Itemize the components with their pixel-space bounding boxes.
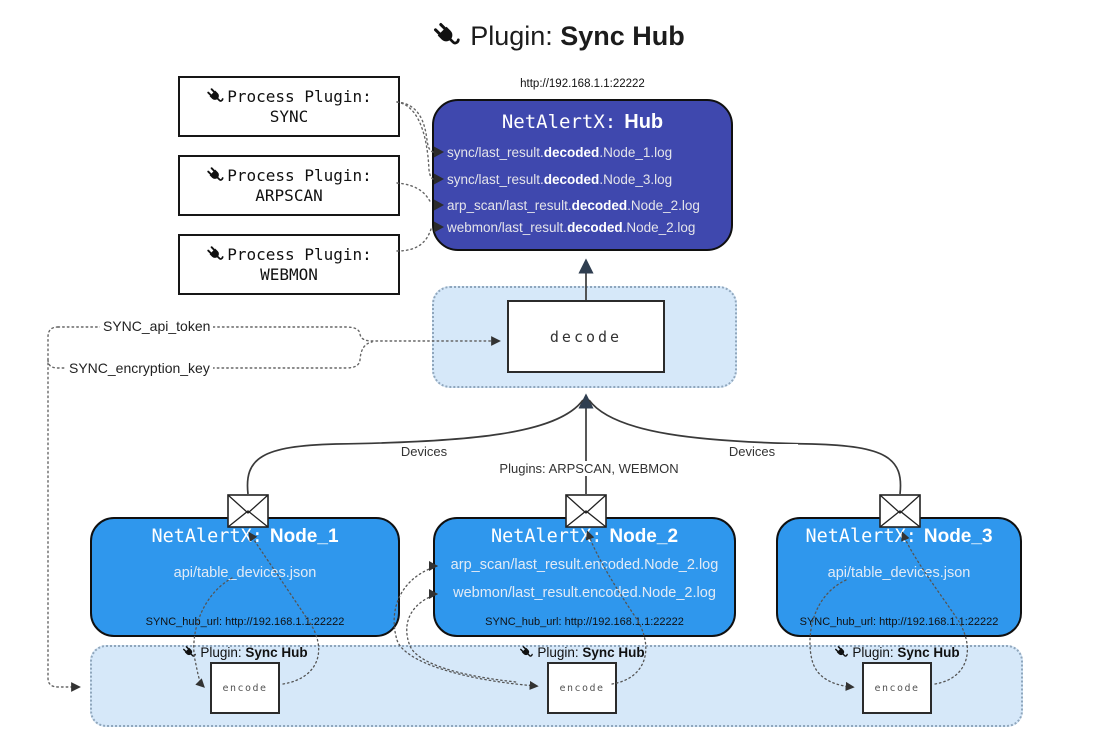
plug-icon [207, 246, 224, 260]
plug-icon [434, 23, 460, 45]
process-plugin-name: WEBMON [260, 264, 318, 284]
hub-log-item: webmon/last_result.decoded.Node_2.log [447, 220, 696, 235]
node-hub-url: SYNC_hub_url: http://192.168.1.1:22222 [485, 616, 684, 628]
hub-url-label: http://192.168.1.1:22222 [520, 78, 645, 90]
plug-icon [207, 88, 224, 102]
sync-encryption-key-label: SYNC_encryption_key [66, 360, 213, 376]
plug-icon [835, 646, 849, 657]
process-plugin-webmon-box: Process Plugin: WEBMON [178, 234, 400, 295]
encode-box: encode [210, 662, 280, 714]
node-file-item: api/table_devices.json [173, 565, 317, 581]
hub-log-item: sync/last_result.decoded.Node_1.log [447, 145, 673, 160]
hub-node: NetAlertX:Hub sync/last_result.decoded.N… [432, 99, 733, 251]
plug-icon [520, 646, 534, 657]
process-plugin-label: Process Plugin: [227, 244, 372, 264]
process-plugin-arpscan-box: Process Plugin: ARPSCAN [178, 155, 400, 216]
node-title: NetAlertX:Node_3 [805, 526, 993, 547]
process-plugin-name: ARPSCAN [255, 185, 323, 205]
encode-box: encode [547, 662, 617, 714]
node-title: NetAlertX:Node_2 [490, 526, 679, 547]
encode-plugin-label: Plugin: Sync Hub [807, 645, 987, 660]
devices-edge-label-left: Devices [378, 444, 470, 459]
hub-log-item: arp_scan/last_result.decoded.Node_2.log [447, 198, 700, 213]
node-3-box: NetAlertX:Node_3 api/table_devices.json … [776, 517, 1022, 637]
plug-icon [183, 646, 197, 657]
node-hub-url: SYNC_hub_url: http://192.168.1.1:22222 [145, 616, 345, 628]
decode-box: decode [507, 300, 665, 373]
hub-log-item: sync/last_result.decoded.Node_3.log [447, 172, 673, 187]
edges-process-plugins [396, 101, 434, 252]
devices-edge-label-right: Devices [706, 444, 798, 459]
process-plugin-label: Process Plugin: [227, 165, 372, 185]
node-file-item: webmon/last_result.encoded.Node_2.log [453, 585, 716, 601]
node-title: NetAlertX:Node_1 [151, 526, 339, 547]
node-file-item: api/table_devices.json [827, 565, 971, 581]
title-text: Plugin: Sync Hub [470, 20, 685, 51]
plugins-edge-label: Plugins: ARPSCAN, WEBMON [486, 461, 692, 476]
encode-plugin-label: Plugin: Sync Hub [155, 645, 335, 660]
encode-plugin-label: Plugin: Sync Hub [492, 645, 672, 660]
node-hub-url: SYNC_hub_url: http://192.168.1.1:22222 [799, 616, 999, 628]
sync-api-token-label: SYNC_api_token [100, 318, 214, 334]
hub-title: NetAlertX:Hub [501, 111, 664, 133]
page-title: Plugin: Sync Hub [0, 14, 1117, 58]
process-plugin-sync-box: Process Plugin: SYNC [178, 76, 400, 137]
node-file-item: arp_scan/last_result.encoded.Node_2.log [450, 557, 719, 573]
node-2-box: NetAlertX:Node_2 arp_scan/last_result.en… [433, 517, 736, 637]
encode-box: encode [862, 662, 932, 714]
process-plugin-label: Process Plugin: [227, 86, 372, 106]
plug-icon [207, 167, 224, 181]
process-plugin-name: SYNC [269, 106, 309, 126]
node-1-box: NetAlertX:Node_1 api/table_devices.json … [90, 517, 400, 637]
